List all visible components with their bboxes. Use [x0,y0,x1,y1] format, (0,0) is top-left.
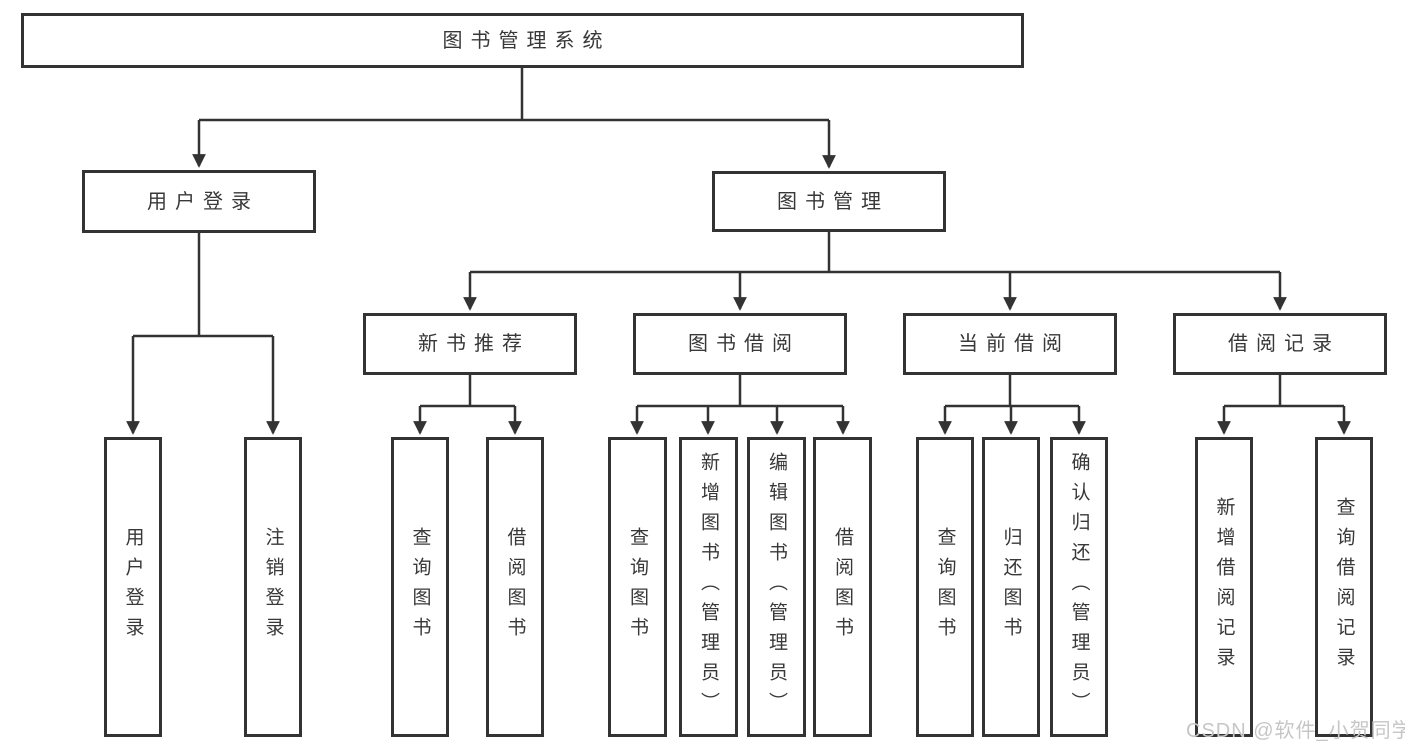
node-label: 查询图书 [627,527,648,647]
leaf-cb-confirm-return: 确认归还（管理员） [1050,437,1108,737]
node-label: 借阅图书 [504,527,526,647]
node-label: 新增借阅记录 [1213,497,1235,677]
csdn-watermark: CSDN @软件_小贺同学 [1186,720,1405,742]
leaf-bb-query-book: 查询图书 [608,437,667,737]
leaf-bb-borrow-book: 借阅图书 [813,437,872,737]
node-label: 编辑图书（管理员） [766,452,787,722]
node-label: 图书管理系统 [442,29,611,52]
node-user-login: 用户登录 [82,170,316,233]
leaf-br-query-record: 查询借阅记录 [1315,437,1373,737]
node-label: 归还图书 [1000,527,1022,647]
node-label: 确认归还（管理员） [1068,452,1090,722]
node-label: 用户登录 [147,190,259,213]
leaf-bb-edit-book: 编辑图书（管理员） [747,437,806,737]
node-label: 注销登录 [262,527,284,647]
node-label: 查询图书 [934,527,956,647]
node-label: 图书管理 [777,190,889,213]
leaf-nbr-query-book: 查询图书 [391,437,449,737]
node-label: 新增图书（管理员） [698,452,719,722]
leaf-cb-return-book: 归还图书 [982,437,1040,737]
leaf-bb-add-book: 新增图书（管理员） [679,437,738,737]
node-label: 借阅图书 [832,527,853,647]
node-book-borrow: 图书借阅 [633,313,847,375]
node-borrow-records: 借阅记录 [1173,313,1387,375]
leaf-logout: 注销登录 [244,437,302,737]
node-label: 用户登录 [122,527,144,647]
leaf-cb-query-book: 查询图书 [916,437,974,737]
node-current-borrow: 当前借阅 [903,313,1117,375]
node-book-management: 图书管理 [712,171,946,232]
leaf-br-add-record: 新增借阅记录 [1195,437,1253,737]
leaf-user-login: 用户登录 [104,437,162,737]
node-label: 查询借阅记录 [1333,497,1355,677]
node-label: 当前借阅 [958,333,1070,355]
node-label: 图书借阅 [688,333,800,355]
node-label: 查询图书 [409,527,431,647]
node-label: 借阅记录 [1228,333,1340,355]
node-library-management-system: 图书管理系统 [21,13,1024,68]
node-new-book-recommend: 新书推荐 [363,313,577,375]
leaf-nbr-borrow-book: 借阅图书 [486,437,544,737]
node-label: 新书推荐 [418,333,530,355]
